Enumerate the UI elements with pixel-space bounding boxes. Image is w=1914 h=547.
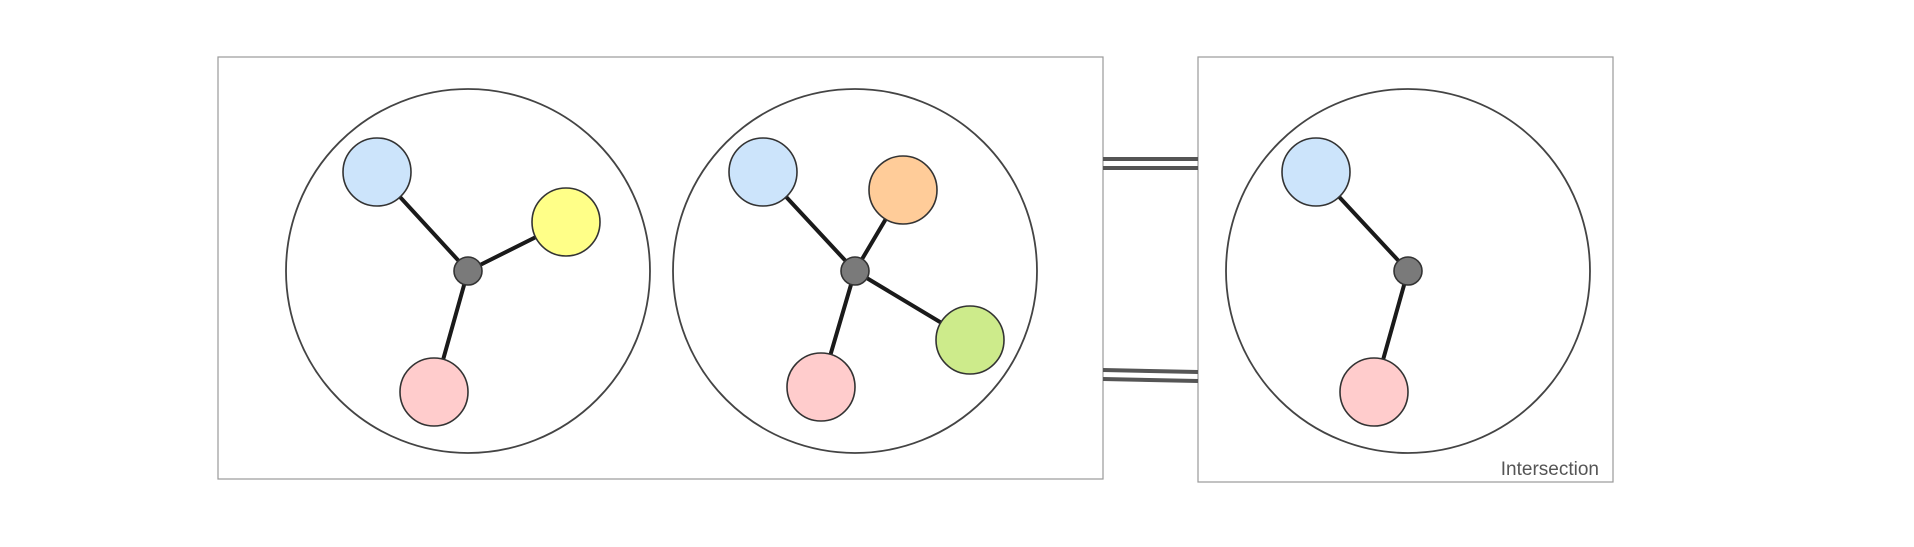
graph-b [672,88,1038,454]
graph-a-node-blue [342,137,412,207]
graph-intersection-node-blue [1281,137,1351,207]
graph-intersection-node-pink [1339,357,1409,427]
graph-a [285,88,651,454]
graph-b-hub [840,256,870,286]
connector-bottom-line-2 [1102,377,1199,383]
graph-b-node-pink [786,352,856,422]
graph-intersection [1225,88,1591,454]
graph-a-hub [453,256,483,286]
graph-b-node-blue [728,137,798,207]
graph-intersection-hub [1393,256,1423,286]
graph-b-node-green [935,305,1005,375]
frame-connectors [1102,157,1199,383]
graph-a-node-pink [399,357,469,427]
graph-b-node-orange [868,155,938,225]
intersection-caption: Intersection [1501,459,1599,480]
connector-bottom-line-1 [1102,368,1199,374]
graph-a-node-yellow [531,187,601,257]
